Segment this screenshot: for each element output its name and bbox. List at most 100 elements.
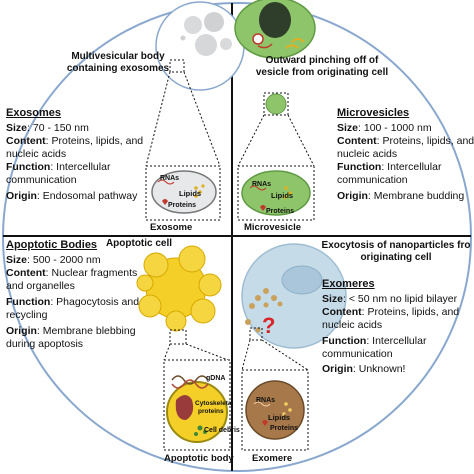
exomere-size-label: Size bbox=[322, 293, 344, 305]
microvesicle-content: Content: Proteins, lipids, and bbox=[337, 135, 474, 148]
exosome-header-line-1: Multivesicular body bbox=[71, 51, 165, 62]
apoptotic-content-value: : Nuclear fragments bbox=[45, 267, 138, 279]
microvesicle-header-line-2: vesicle from originating cell bbox=[255, 67, 389, 78]
microvesicle-content-value: : Proteins, lipids, and bbox=[376, 135, 474, 147]
exomere-function-label: Function bbox=[322, 335, 367, 347]
microvesicle-inset-proteins: Proteins bbox=[266, 208, 294, 215]
microvesicle-function: Function: Intercellular bbox=[337, 161, 441, 174]
exosome-function: Function: Intercellular bbox=[6, 161, 110, 174]
microvesicle-size-label: Size bbox=[337, 122, 359, 134]
apoptotic-cell bbox=[136, 245, 222, 332]
microvesicle-function-value: : Intercellular bbox=[381, 161, 442, 173]
exomere-function: Function: Intercellular bbox=[322, 335, 426, 348]
apoptotic-function-label: Function bbox=[6, 296, 51, 308]
apoptotic-content: Content: Nuclear fragments bbox=[6, 267, 137, 280]
budding-microvesicle bbox=[265, 93, 287, 115]
exosome-inset-lipids: Lipids bbox=[179, 189, 201, 198]
apoptotic-size: Size: 500 - 2000 nm bbox=[6, 254, 101, 267]
exosome-content-line-2: nucleic acids bbox=[6, 148, 67, 160]
exosome-size-label: Size bbox=[6, 122, 28, 134]
microvesicle-origin: Origin: Membrane budding bbox=[337, 190, 464, 203]
apoptotic-inset-debris: Cell debris bbox=[204, 427, 240, 434]
apoptotic-origin-label: Origin bbox=[6, 325, 37, 337]
exomere-inset-lipids: Lipids bbox=[268, 413, 290, 422]
apoptotic-function-value: : Phagocytosis and bbox=[50, 296, 140, 308]
exomere-origin: Origin: Unknown! bbox=[322, 363, 405, 376]
apoptotic-inset-cyto-1: Cytoskeletal bbox=[195, 400, 233, 407]
microvesicle-inset-rnas: RNAs bbox=[252, 181, 271, 188]
exosome-header-line-2: containing exosomes bbox=[66, 63, 170, 74]
apoptotic-caption: Apoptotic body bbox=[164, 453, 234, 464]
exosome-origin-value: : Endosomal pathway bbox=[36, 190, 138, 202]
exosome-zoom-box bbox=[169, 59, 185, 73]
exomere-zoom-box bbox=[249, 327, 263, 341]
exosome-size: Size: 70 - 150 nm bbox=[6, 122, 89, 135]
exosome-function-label: Function bbox=[6, 161, 51, 173]
apoptotic-origin-value: : Membrane blebbing bbox=[36, 325, 136, 337]
exosome-function-value: : Intercellular bbox=[50, 161, 111, 173]
exosome-origin: Origin: Endosomal pathway bbox=[6, 190, 137, 203]
microvesicle-size: Size: 100 - 1000 nm bbox=[337, 122, 432, 135]
exomere-inset-rnas: RNAs bbox=[256, 397, 275, 404]
exomere-content-line-2: nucleic acids bbox=[322, 319, 383, 331]
exomere-origin-label: Origin bbox=[322, 363, 353, 375]
microvesicle-zoom-box bbox=[263, 92, 289, 116]
exosome-content-label: Content bbox=[6, 135, 46, 147]
exomere-content: Content: Proteins, lipids, and bbox=[322, 306, 459, 319]
exomere-inset-proteins: Proteins bbox=[270, 425, 298, 432]
microvesicle-origin-value: : Membrane budding bbox=[367, 190, 465, 202]
exosome-size-value: : 70 - 150 nm bbox=[27, 122, 89, 134]
exosome-function-line-2: communication bbox=[6, 174, 77, 186]
exosome-inset bbox=[151, 170, 217, 214]
exosome-inset-proteins: Proteins bbox=[168, 202, 196, 209]
apoptotic-title: Apoptotic Bodies bbox=[6, 239, 98, 251]
exomere-inset bbox=[245, 380, 305, 440]
exosome-header: Multivesicular body containing exosomes bbox=[60, 51, 176, 75]
exomere-content-label: Content bbox=[322, 306, 362, 318]
exosome-content-value: : Proteins, lipids, and bbox=[45, 135, 144, 147]
apoptotic-size-label: Size bbox=[6, 254, 28, 266]
exosome-content: Content: Proteins, lipids, and bbox=[6, 135, 143, 148]
exomere-title: Exomeres bbox=[322, 278, 375, 290]
exosome-inset-rnas: RNAs bbox=[160, 175, 179, 182]
microvesicle-function-line-2: communication bbox=[337, 174, 408, 186]
microvesicle-origin-label: Origin bbox=[337, 190, 368, 202]
exomere-function-value: : Intercellular bbox=[366, 335, 427, 347]
exomere-origin-value: : Unknown! bbox=[352, 363, 406, 375]
apoptotic-zoom-box bbox=[169, 329, 187, 345]
microvesicle-header: Outward pinching off of vesicle from ori… bbox=[236, 55, 408, 79]
microvesicle-content-label: Content bbox=[337, 135, 377, 147]
exomere-size: Size: < 50 nm no lipid bilayer bbox=[322, 293, 457, 306]
exosome-origin-label: Origin bbox=[6, 190, 37, 202]
exomere-caption: Exomere bbox=[252, 453, 293, 464]
apoptotic-origin: Origin: Membrane blebbing bbox=[6, 325, 136, 338]
microvesicle-header-line-1: Outward pinching off of bbox=[265, 55, 379, 66]
exomere-header-line-1: Exocytosis of nanoparticles fro bbox=[321, 240, 471, 251]
microvesicle-caption: Microvesicle bbox=[244, 222, 302, 233]
exomere-particles bbox=[245, 288, 283, 333]
exomere-originating-cell bbox=[241, 243, 347, 349]
microvesicle-title: Microvesicles bbox=[337, 107, 410, 119]
apoptotic-inset-gdna: gDNA bbox=[206, 375, 225, 382]
apoptotic-content-line-2: and organelles bbox=[6, 280, 75, 292]
apoptotic-header: Apoptotic cell bbox=[105, 238, 173, 249]
apoptotic-function-line-2: recycling bbox=[6, 309, 48, 321]
microvesicle-inset-lipids: Lipids bbox=[271, 191, 293, 200]
apoptotic-origin-line-2: during apoptosis bbox=[6, 338, 84, 350]
question-mark: ? bbox=[262, 313, 276, 338]
exomere-header: Exocytosis of nanoparticles fro originat… bbox=[320, 240, 472, 264]
exomere-function-line-2: communication bbox=[322, 348, 393, 360]
microvesicle-inset bbox=[241, 170, 311, 216]
exosome-title: Exosomes bbox=[6, 107, 62, 119]
microvesicle-function-label: Function bbox=[337, 161, 382, 173]
apoptotic-function: Function: Phagocytosis and bbox=[6, 296, 139, 309]
originating-cell bbox=[234, 0, 316, 59]
apoptotic-inset-cyto-2: proteins bbox=[198, 408, 224, 415]
apoptotic-size-value: : 500 - 2000 nm bbox=[27, 254, 101, 266]
exosome-caption: Exosome bbox=[150, 222, 193, 233]
exomere-content-value: : Proteins, lipids, and bbox=[361, 306, 460, 318]
exomere-header-line-2: originating cell bbox=[360, 252, 432, 263]
apoptotic-content-label: Content bbox=[6, 267, 46, 279]
exomere-size-value: : < 50 nm no lipid bilayer bbox=[343, 293, 458, 305]
